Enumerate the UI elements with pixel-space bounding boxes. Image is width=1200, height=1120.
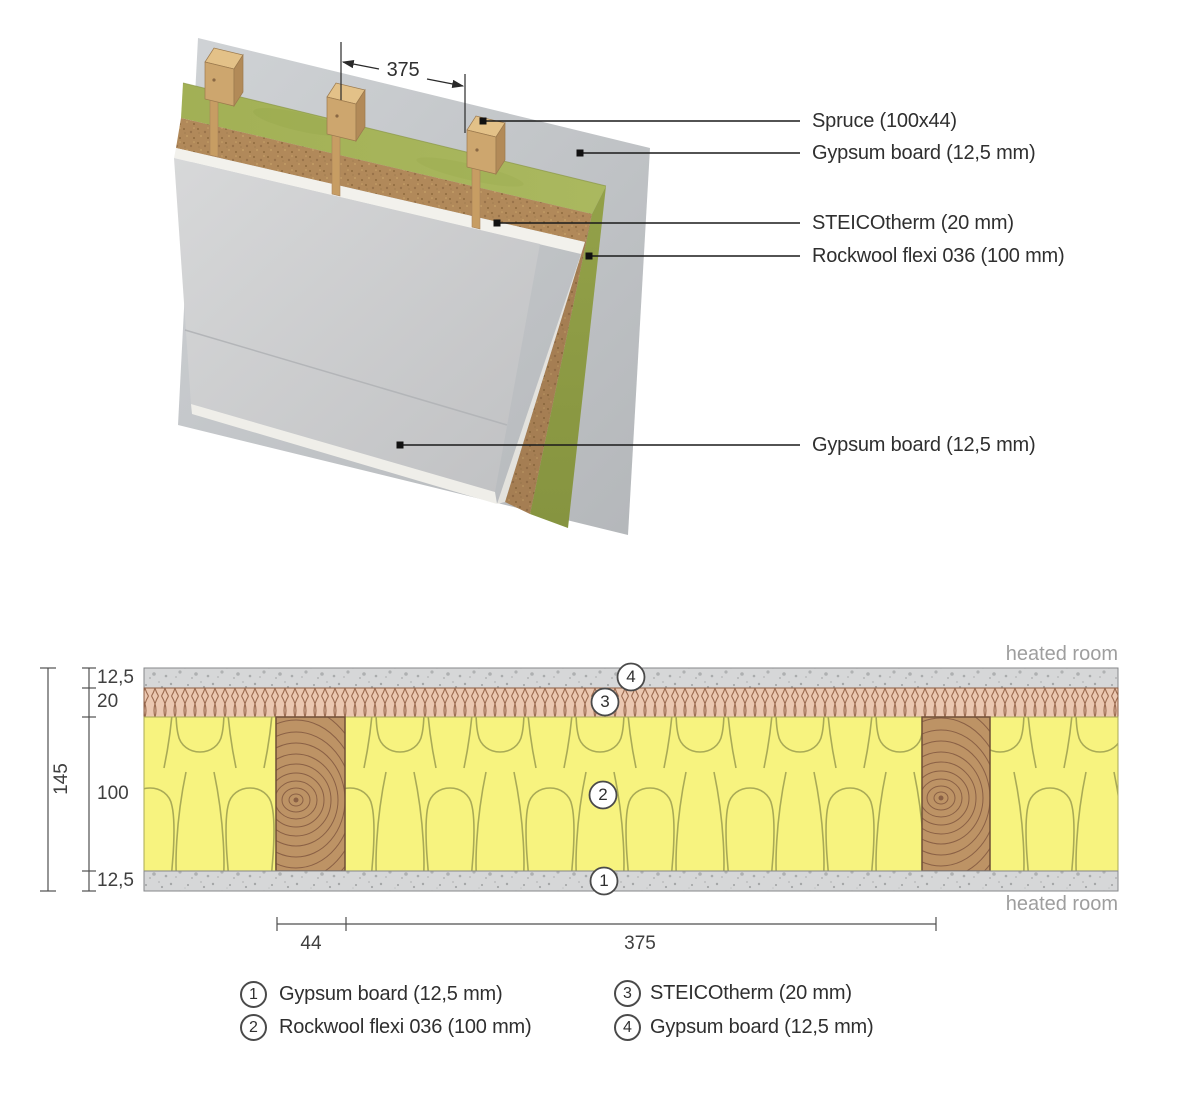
iso-front-gypsum-top-edge [174,148,585,254]
iso-dim-375-label: 375 [386,59,420,81]
section-steico-layer [143,687,1119,718]
legend-label-3: STEICOtherm (20 mm) [650,982,852,1004]
cross-section [40,662,1119,931]
iso-rockwool-top-face [181,82,607,214]
marker-4: 4 [626,667,636,686]
heated-room-label-bottom: heated room [1005,893,1118,915]
marker-3: 3 [600,692,610,711]
iso-wall-assembly [174,38,800,535]
iso-label-rockwool: Rockwool flexi 036 (100 mm) [812,245,1065,267]
iso-front-gypsum-panel [174,158,540,504]
iso-steico-top-face [176,118,592,242]
dim-gypsum-top: 12,5 [97,667,134,688]
legend-circle-1: 1 [240,981,267,1008]
iso-label-gypsum-front: Gypsum board (12,5 mm) [812,434,1036,456]
dim-total-145: 145 [51,763,72,795]
legend-label-2: Rockwool flexi 036 (100 mm) [279,1016,532,1038]
iso-label-spruce: Spruce (100x44) [812,110,957,132]
iso-label-gypsum-back: Gypsum board (12,5 mm) [812,142,1036,164]
section-stud-2 [921,716,991,872]
section-marker-circles [588,662,646,896]
legend-circle-2: 2 [240,1014,267,1041]
iso-leader-lines [400,120,800,446]
dim-rockwool: 100 [97,783,129,804]
marker-1: 1 [599,871,609,890]
dim-steico: 20 [97,691,119,712]
iso-rockwool-end-face [530,186,606,528]
legend-label-4: Gypsum board (12,5 mm) [650,1016,874,1038]
iso-dim-375 [340,42,466,133]
legend-label-1: Gypsum board (12,5 mm) [279,983,503,1005]
iso-label-steico: STEICOtherm (20 mm) [812,212,1014,234]
legend-circle-4: 4 [614,1014,641,1041]
iso-steico-end-face [505,214,592,514]
section-stud-1 [275,716,346,872]
iso-leader-dots [396,117,593,449]
stud-1 [204,47,244,108]
iso-stud-slivers [209,98,481,230]
dim-gypsum-bottom: 12,5 [97,870,134,891]
dim-stud-spacing-375: 375 [624,933,656,954]
stud-3 [466,115,506,176]
section-dim-left-total [40,667,56,892]
section-gypsum-bottom-layer [143,870,1119,892]
dim-stud-width-44: 44 [300,933,322,954]
marker-2: 2 [598,785,608,804]
section-dim-bottom [276,917,937,931]
legend-circle-3: 3 [614,980,641,1007]
heated-room-label-top: heated room [1005,643,1118,665]
section-dim-left-layers [82,667,96,892]
stud-2 [326,82,366,143]
iso-spruce-studs [204,47,506,176]
